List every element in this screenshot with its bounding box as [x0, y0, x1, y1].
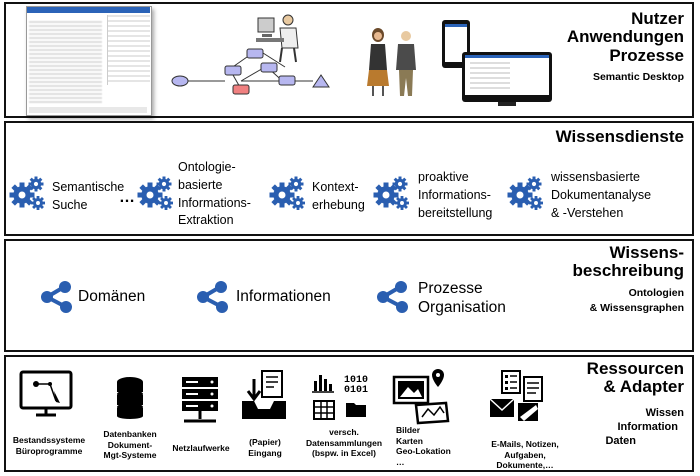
service-gear-icon — [506, 175, 546, 213]
layer2-title: Wissensdienste — [555, 127, 684, 146]
layer1-subtitle: Semantic Desktop — [592, 71, 684, 83]
layer-knowledge-description: Wissens- beschreibung Ontologien & Wisse… — [4, 239, 694, 352]
service-label-line: Suche — [52, 197, 88, 212]
resource-label-line: Netzlaufwerke — [172, 443, 230, 453]
layer-users-applications: Nutzer Anwendungen Prozesse Semantic Des… — [4, 2, 694, 118]
resource-label: Bilder Karten Geo-Lokation … — [396, 425, 456, 468]
svg-text:0101: 0101 — [344, 385, 368, 396]
information-label: Informationen — [236, 287, 331, 307]
resource-label-line: Mgt-Systeme — [103, 450, 157, 461]
resource-label: E-Mails, Notizen, Aufgaben, Dokumente,… — [476, 439, 574, 471]
resource-label: versch. Datensammlungen (bspw. in Excel) — [302, 427, 386, 459]
layer3-subtitle-line: & Wissensgraphen — [589, 301, 684, 314]
service-label-line: Informations- — [418, 187, 491, 202]
layer4-title: Ressourcen & Adapter — [586, 359, 684, 397]
server-icon — [182, 377, 218, 423]
information-label-line: Informationen — [236, 288, 331, 305]
resource-label-line: E-Mails, Notizen, — [491, 439, 559, 449]
layer1-title-line: Anwendungen — [566, 27, 684, 47]
layer-knowledge-services: Wissensdienste Semantische Suche … Ontol… — [4, 121, 694, 236]
service-gear-icon — [372, 175, 412, 213]
layer4-subtitle: Wissen Information Daten — [605, 407, 684, 448]
process-label-line: Organisation — [418, 299, 506, 317]
layer4-subtitle-line: Information — [617, 420, 679, 433]
data-collection-icon: 1010 0101 — [312, 375, 368, 420]
service-gear-icon — [8, 175, 48, 213]
service-label-line: Extraktion — [178, 213, 234, 228]
resource-label-line: Bestandssysteme — [12, 435, 86, 445]
resource-label: Datenbanken Dokument- Mgt-Systeme — [98, 429, 162, 461]
layer4-subtitle-line: Daten — [605, 434, 636, 447]
resource-label-line: versch. — [329, 427, 359, 437]
resource-label-line: … — [396, 456, 405, 467]
resource-label: (Papier) Eingang — [240, 437, 290, 458]
layer1-title-line: Prozesse — [609, 45, 684, 65]
layer1-title-line: Nutzer — [631, 9, 684, 28]
service-label-line: wissensbasierte — [551, 170, 640, 184]
resource-label-line: (Papier) — [249, 437, 281, 447]
resource-label-line: Geo-Lokation — [396, 446, 451, 457]
resource-label-line: Dokument- — [107, 439, 153, 450]
layer3-title: Wissens- beschreibung — [572, 243, 684, 281]
layer3-title-line: Wissens- — [609, 243, 684, 262]
resource-label-line: Karten — [396, 435, 423, 446]
service-label-line: proaktive — [418, 170, 469, 184]
service-label-line: & -Verstehen — [551, 205, 624, 220]
service-label: Ontologie- basierte Informations- Extrak… — [178, 159, 251, 230]
resource-label-line: Bilder — [396, 425, 421, 435]
diagram-editor-icon — [19, 370, 73, 417]
service-label: Semantische Suche — [52, 179, 124, 215]
share-graph-icon — [375, 279, 410, 315]
svg-text:1010: 1010 — [344, 375, 368, 386]
service-label-line: erhebung — [312, 197, 365, 212]
semantic-desktop-screenshot — [26, 6, 152, 116]
resource-label-line: (bspw. in Excel) — [312, 448, 376, 459]
service-label-line: Ontologie- — [178, 160, 236, 174]
resource-label-line: Büroprogramme — [15, 445, 83, 456]
resource-label-line: Aufgaben, Dokumente,… — [496, 449, 554, 471]
process-label-line: Prozesse — [418, 280, 483, 297]
service-label: Kontext- erhebung — [312, 179, 365, 215]
layer1-title: Nutzer Anwendungen Prozesse — [566, 9, 684, 65]
service-label-line: Semantische — [52, 180, 125, 194]
image-map-icon — [392, 369, 450, 425]
service-label: wissensbasierte Dokumentanalyse & -Verst… — [551, 169, 651, 222]
service-label-line: bereitstellung — [418, 205, 493, 220]
layer3-subtitle: Ontologien & Wissensgraphen — [590, 286, 684, 315]
layer4-title-line: & Adapter — [603, 377, 684, 397]
layer3-subtitle-line: Ontologien — [628, 287, 684, 299]
layer-resources-adapters: Ressourcen & Adapter Wissen Information … — [4, 355, 694, 472]
resource-label: Netzlaufwerke — [166, 443, 236, 454]
layer3-title-line: beschreibung — [572, 261, 684, 281]
process-graph — [171, 48, 330, 95]
monitor-icon — [462, 52, 552, 102]
service-label-line: basierte — [178, 177, 223, 192]
domain-label-line: Domänen — [78, 288, 146, 305]
resource-label-line: Datenbanken — [103, 429, 157, 439]
email-docs-icon — [489, 370, 543, 421]
process-label: Prozesse Organisation — [418, 279, 506, 318]
service-gear-icon — [268, 175, 308, 213]
inbox-icon — [242, 370, 286, 419]
layer4-title-line: Ressourcen — [586, 359, 684, 378]
service-label-line: Kontext- — [312, 180, 359, 194]
share-graph-icon — [39, 279, 74, 315]
people-icon — [367, 28, 416, 96]
resource-label: Bestandssysteme Büroprogramme — [10, 435, 88, 456]
service-gear-icon — [136, 175, 176, 213]
database-icon — [117, 377, 143, 419]
layer4-subtitle-line: Wissen — [645, 407, 684, 419]
service-label-line: Informations- — [178, 195, 251, 210]
user-at-computer-icon — [256, 14, 299, 63]
ellipsis: … — [119, 189, 135, 206]
resource-label-line: Datensammlungen — [305, 437, 383, 448]
resource-label-line: Eingang — [248, 447, 282, 458]
share-graph-icon — [195, 279, 230, 315]
domain-label: Domänen — [78, 287, 145, 307]
service-label: proaktive Informations- bereitstellung — [418, 169, 492, 222]
service-label-line: Dokumentanalyse — [551, 187, 652, 202]
devices-illustration — [438, 20, 558, 106]
